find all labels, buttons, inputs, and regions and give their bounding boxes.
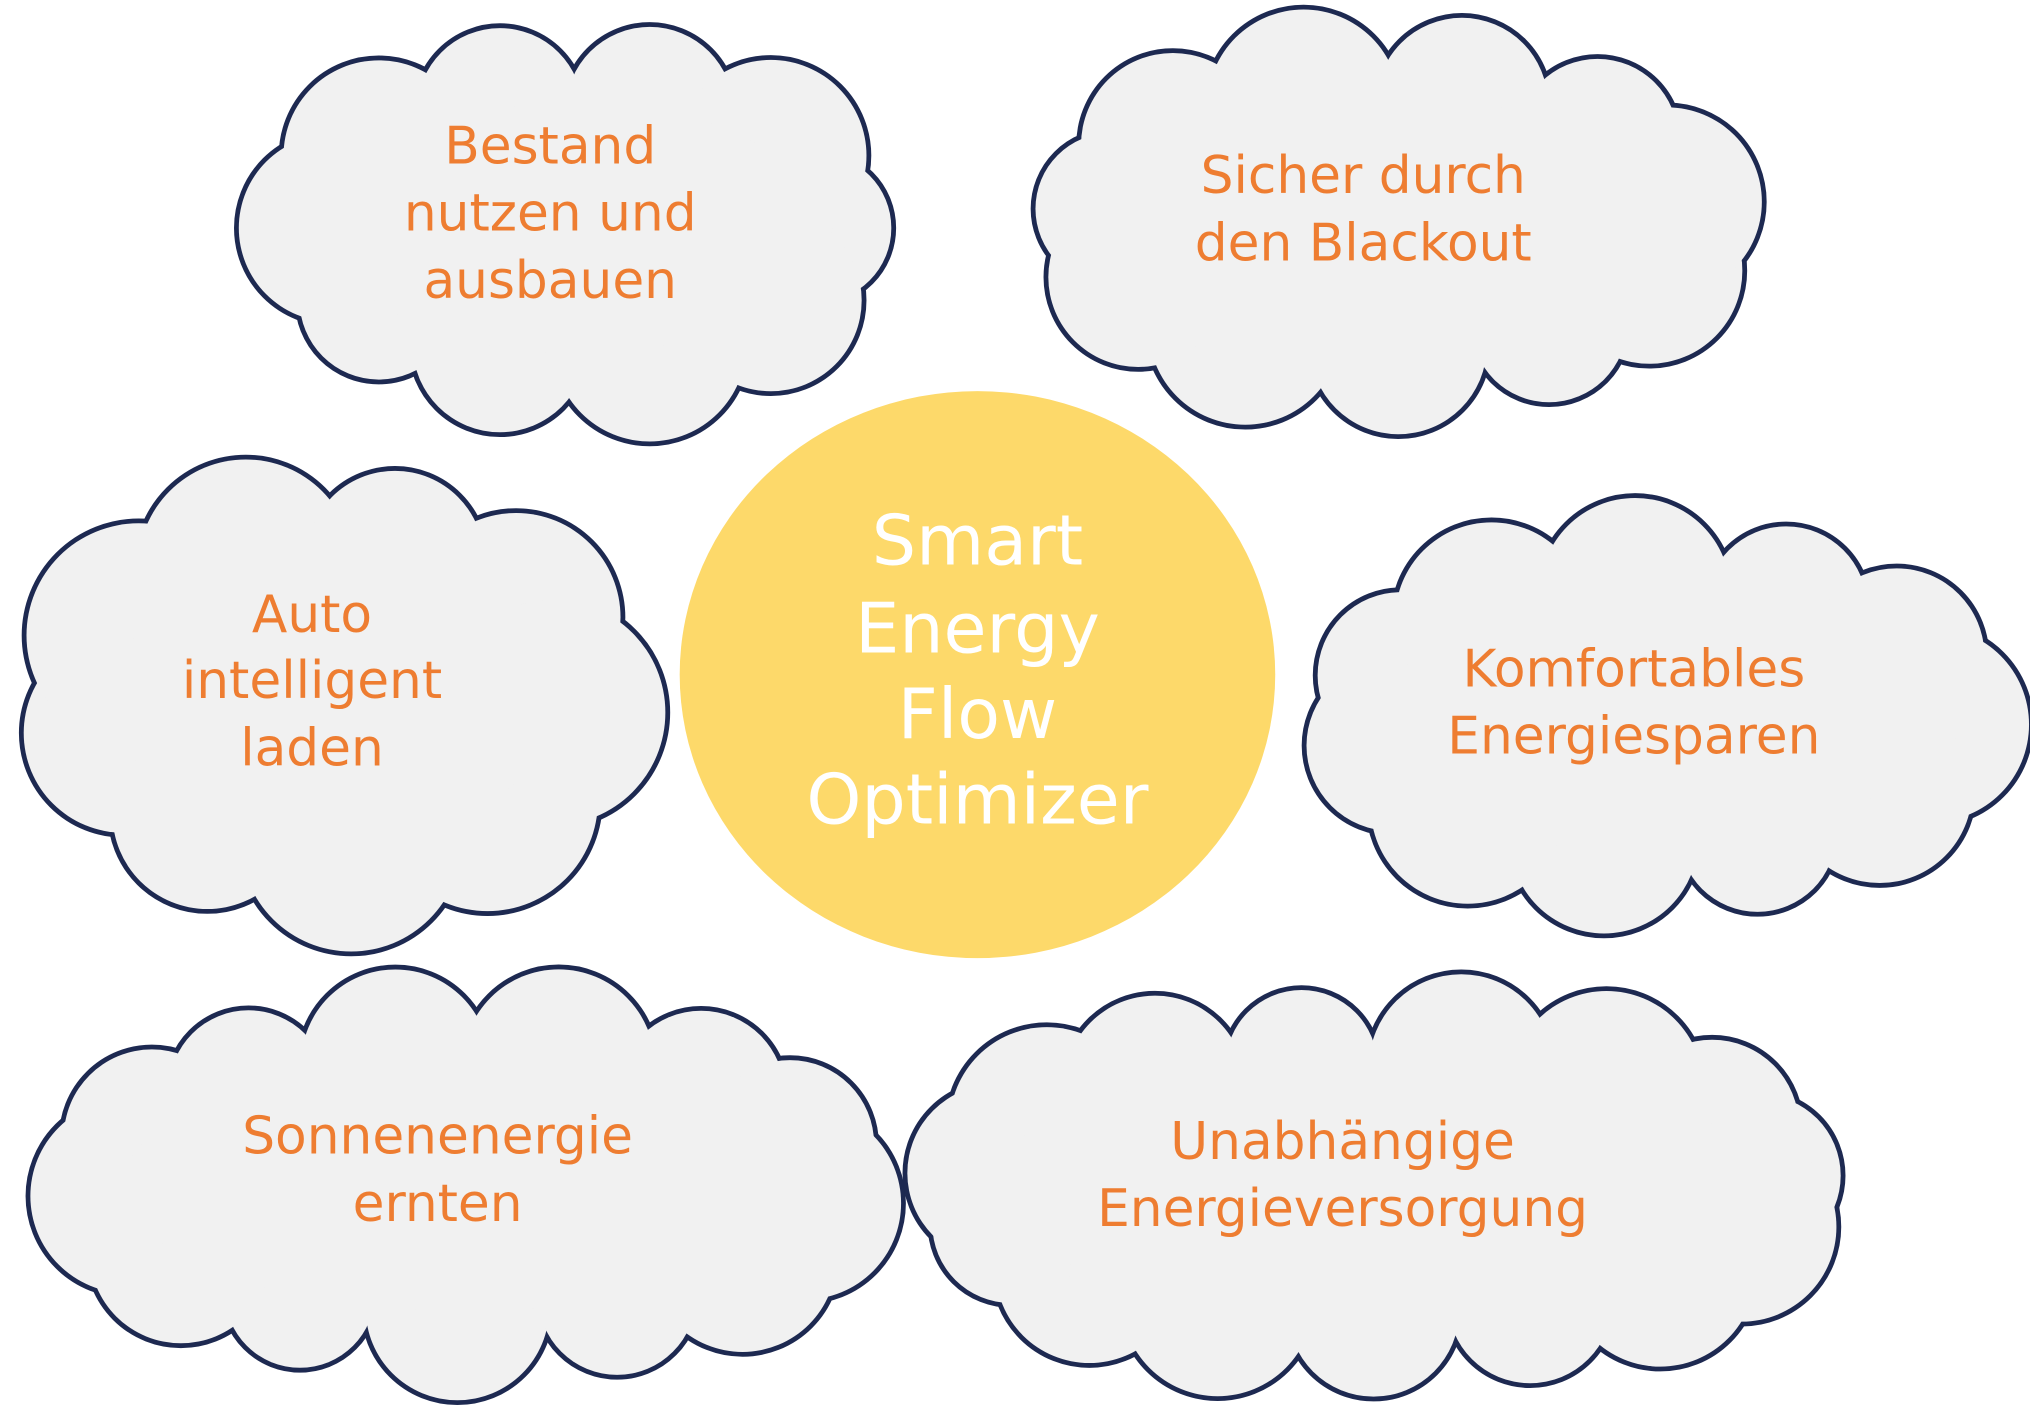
cloud-komfort-label-line-2: Energiesparen bbox=[1447, 707, 1820, 767]
cloud-core bbox=[329, 102, 820, 354]
cloud-bestand-label-line-2: nutzen und bbox=[404, 184, 697, 244]
center-circle bbox=[679, 391, 1276, 959]
cloud-sonne: Sonnenenergie ernten bbox=[25, 964, 906, 1406]
cloud-bestand-label-line-3: ausbauen bbox=[423, 251, 677, 311]
cloud-core bbox=[114, 551, 557, 844]
cloud-bestand-label-line-1: Bestand bbox=[444, 116, 656, 176]
cloud-fill bbox=[1306, 497, 2030, 934]
cloud-fill bbox=[238, 26, 892, 442]
cloud-core bbox=[1382, 590, 1935, 845]
cloud-fill bbox=[1035, 9, 1762, 435]
cloud-auto-label-line-2: intelligent bbox=[182, 651, 442, 711]
cloud-core bbox=[1106, 97, 1675, 349]
cloud-fill bbox=[907, 974, 1841, 1397]
cloud-sonne-label-line-1: Sonnenenergie bbox=[242, 1107, 633, 1167]
cloud-core bbox=[990, 1060, 1765, 1314]
cloud-unabhaengig-label-line-1: Unabhängige bbox=[1170, 1112, 1515, 1172]
center-title-line-3: Flow bbox=[898, 674, 1058, 755]
center-node: Smart Energy Flow Optimizer bbox=[679, 391, 1276, 959]
center-title-line-1: Smart bbox=[872, 501, 1083, 582]
cloud-sonne-label-line-2: ernten bbox=[353, 1174, 523, 1234]
cloud-fill bbox=[30, 969, 902, 1401]
center-title-line-4: Optimizer bbox=[806, 760, 1148, 841]
cloud-fill bbox=[23, 459, 666, 952]
cloud-auto-label-line-3: laden bbox=[240, 718, 384, 778]
cloud-core bbox=[123, 1058, 812, 1312]
center-title-line-2: Energy bbox=[855, 589, 1100, 670]
cloud-auto-label-line-1: Auto bbox=[252, 585, 372, 645]
cloud-blackout-label-line-2: den Blackout bbox=[1195, 213, 1532, 273]
cloud-bestand: Bestand nutzen und ausbauen bbox=[234, 22, 897, 447]
cloud-komfort-label-line-1: Komfortables bbox=[1462, 639, 1805, 699]
cloud-unabhaengig-label-line-2: Energieversorgung bbox=[1097, 1179, 1588, 1239]
cloud-blackout: Sicher durch den Blackout bbox=[1030, 4, 1767, 440]
cloud-blackout-label-line-1: Sicher durch bbox=[1201, 146, 1526, 206]
